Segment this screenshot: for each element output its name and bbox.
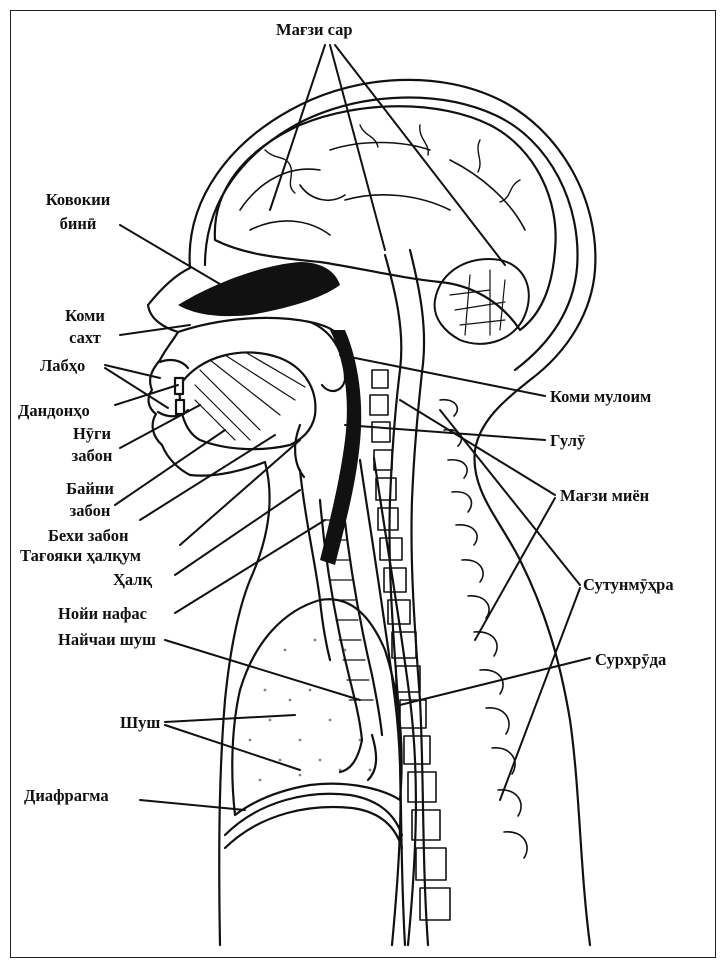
leader-trachea (175, 520, 325, 613)
bronchus (340, 735, 376, 780)
leader-brain (270, 45, 505, 265)
leader-nasal-cavity (120, 225, 230, 290)
label-trachea: Нойи нафас (58, 604, 147, 623)
label-larynx: Ҳалқ (113, 570, 152, 589)
leader-teeth (115, 385, 178, 405)
leader-lips (105, 365, 168, 408)
tongue (180, 352, 316, 449)
label-tongue-mid-line1: Байни (55, 479, 125, 498)
face-profile (148, 268, 270, 945)
label-spinal-cord: Мағзи миён (560, 486, 649, 505)
leader-epiglottis (180, 440, 300, 545)
label-hard-palate-line1: Коми (50, 306, 120, 325)
label-spine: Сутунмӯҳра (583, 575, 674, 594)
cerebellum (435, 259, 529, 344)
label-nasal-cavity-line1: Ковокии (38, 190, 118, 209)
label-soft-palate: Коми мулоим (550, 387, 651, 406)
nasal-cavity (178, 262, 340, 316)
label-bronchus: Найчаи шуш (58, 630, 156, 649)
leader-tongue-back (140, 435, 275, 520)
larynx (300, 470, 330, 660)
upper-lip (160, 360, 188, 368)
leader-bronchus (165, 640, 360, 700)
label-pharynx: Гулӯ (550, 431, 585, 450)
label-brain: Мағзи сар (276, 20, 353, 39)
leader-hard-palate (120, 325, 190, 335)
label-hard-palate-line2: сахт (50, 328, 120, 347)
leader-diaphragm (140, 800, 245, 810)
label-tongue-back: Бехи забон (48, 526, 128, 545)
label-teeth: Дандонҳо (18, 401, 90, 420)
leader-soft-palate (340, 355, 545, 396)
label-lips: Лабҳо (40, 356, 85, 375)
label-diaphragm: Диафрагма (24, 786, 109, 805)
label-tongue-tip-line2: забон (62, 446, 122, 465)
esophagus (360, 460, 401, 945)
label-nasal-cavity-line2: бинӣ (38, 214, 118, 233)
lung (232, 599, 401, 815)
label-epiglottis: Тағояки ҳалқум (20, 546, 141, 565)
label-tongue-tip-line1: Нӯги (62, 424, 122, 443)
hard-palate (178, 318, 350, 350)
leader-spinal-cord (400, 400, 555, 640)
label-esophagus: Сурхрӯда (595, 650, 666, 669)
pharynx (320, 330, 361, 565)
label-tongue-mid-line2: забон (55, 501, 125, 520)
label-lungs: Шуш (120, 713, 160, 732)
